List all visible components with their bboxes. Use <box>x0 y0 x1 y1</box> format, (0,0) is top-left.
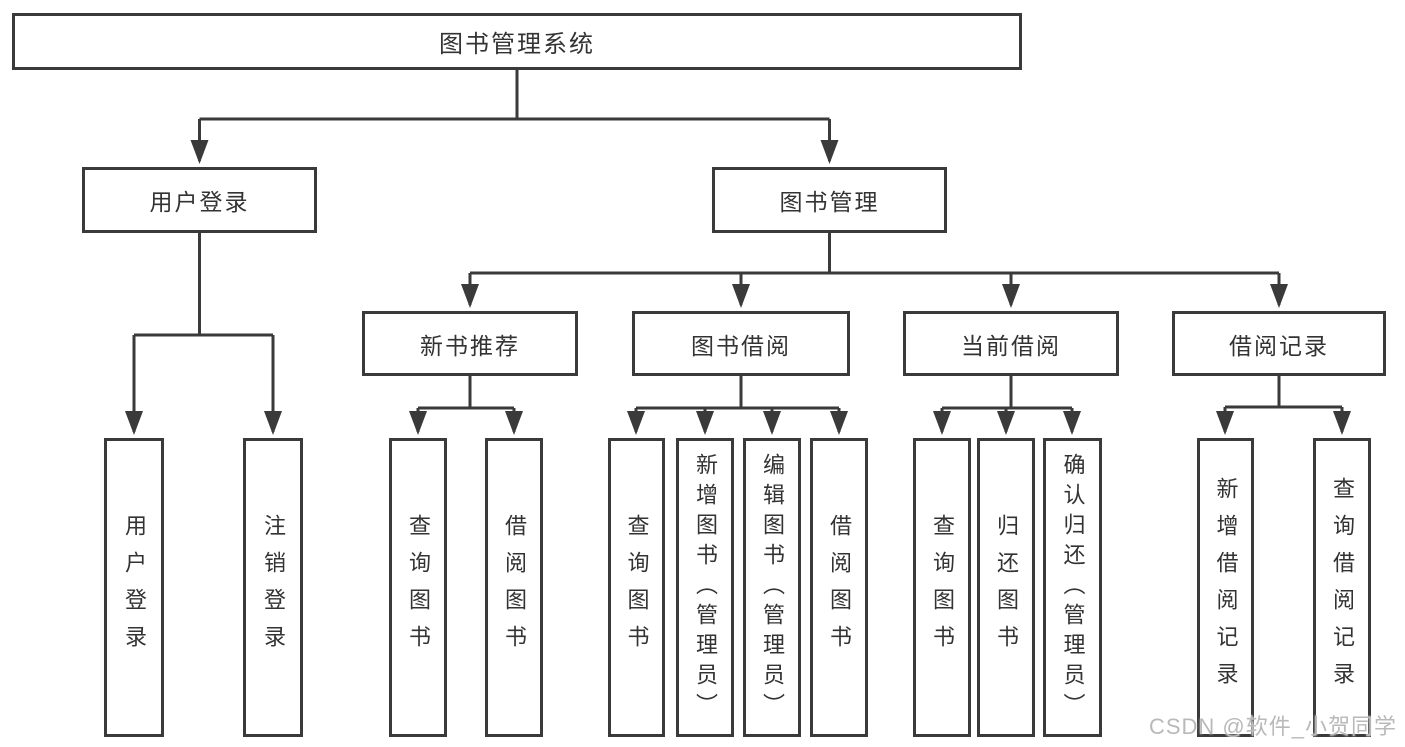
node-label: 用户登录 <box>149 189 250 215</box>
leaf-return-books: 归还图书 <box>977 438 1035 737</box>
leaf-label: 借阅图书 <box>502 513 527 662</box>
leaf-query-books: 查询图书 <box>389 438 447 737</box>
leaf-add-borrow-record: 新增借阅记录 <box>1197 438 1254 737</box>
leaf-label: 借阅图书 <box>827 513 852 662</box>
leaf-label: 确认归还（管理员） <box>1060 452 1086 723</box>
node-new-book-recommend: 新书推荐 <box>362 311 578 376</box>
node-user-login: 用户登录 <box>82 167 317 233</box>
leaf-edit-books-admin: 编辑图书（管理员） <box>743 438 801 737</box>
node-label: 图书管理系统 <box>439 31 595 58</box>
leaf-query-borrow-record: 查询借阅记录 <box>1313 438 1371 737</box>
leaf-user-login: 用户登录 <box>104 438 164 737</box>
node-label: 借阅记录 <box>1229 332 1329 359</box>
node-book-borrow: 图书借阅 <box>632 311 850 376</box>
leaf-label: 用户登录 <box>122 513 147 662</box>
node-label: 新书推荐 <box>420 332 520 359</box>
node-library-system: 图书管理系统 <box>12 13 1022 70</box>
leaf-label: 查询图书 <box>624 513 650 662</box>
leaf-label: 编辑图书（管理员） <box>760 452 785 723</box>
leaf-confirm-return-admin: 确认归还（管理员） <box>1043 438 1102 737</box>
csdn-watermark: CSDN @软件_小贺同学 <box>1148 714 1397 739</box>
leaf-label: 查询图书 <box>406 513 431 662</box>
leaf-query-books: 查询图书 <box>913 438 971 737</box>
node-label: 当前借阅 <box>961 332 1061 359</box>
leaf-logout: 注销登录 <box>243 438 303 737</box>
leaf-add-books-admin: 新增图书（管理员） <box>676 438 734 737</box>
node-current-borrow: 当前借阅 <box>903 311 1119 376</box>
node-book-management: 图书管理 <box>712 167 947 233</box>
leaf-label: 新增图书（管理员） <box>693 452 718 723</box>
leaf-label: 查询图书 <box>930 513 955 662</box>
leaf-borrow-books: 借阅图书 <box>810 438 868 737</box>
node-label: 图书管理 <box>779 189 880 215</box>
leaf-label: 归还图书 <box>994 513 1019 662</box>
leaf-label: 新增借阅记录 <box>1213 476 1239 699</box>
leaf-borrow-books: 借阅图书 <box>485 438 543 737</box>
node-label: 图书借阅 <box>691 332 791 359</box>
leaf-label: 注销登录 <box>261 513 286 662</box>
node-borrow-records: 借阅记录 <box>1172 311 1386 376</box>
leaf-label: 查询借阅记录 <box>1330 476 1355 699</box>
leaf-query-books: 查询图书 <box>608 438 665 737</box>
